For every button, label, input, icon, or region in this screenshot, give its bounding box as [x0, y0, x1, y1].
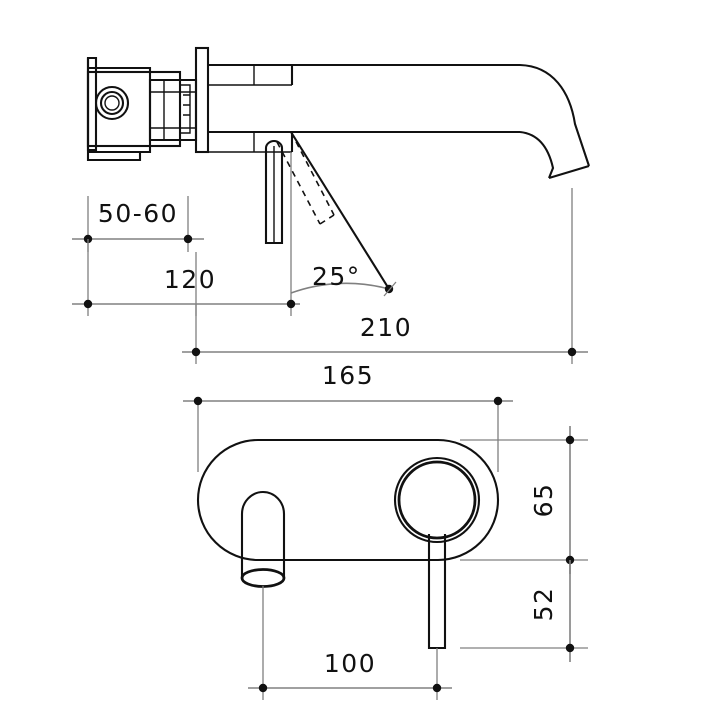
- lever-rotated-ghost: [276, 131, 335, 225]
- dimension-165: 165: [183, 361, 513, 472]
- spout-body: [208, 63, 520, 153]
- dimension-100: 100: [248, 586, 452, 700]
- valve-body: [86, 70, 191, 148]
- dimension-label-100: 100: [324, 649, 376, 678]
- handle-lever-front: [427, 534, 447, 650]
- handle-hub: [393, 456, 481, 544]
- connector-collar: [148, 78, 198, 142]
- oval-backplate: [196, 438, 500, 562]
- side-elevation-view: 50-60 120 25°: [72, 46, 590, 364]
- operating-lever-side: [264, 139, 284, 245]
- front-elevation-view: 165 65 52: [183, 361, 588, 700]
- dimension-label-25-degrees: 25°: [312, 262, 361, 291]
- spout-front: [240, 490, 286, 588]
- wall-flange-plate: [194, 46, 210, 154]
- dimension-label-65: 65: [529, 483, 558, 518]
- spout-outlet: [519, 63, 590, 180]
- dimension-65: 65: [460, 426, 588, 574]
- dimension-label-120: 120: [164, 265, 216, 294]
- angle-25-indicator: [290, 131, 397, 297]
- dimension-label-165: 165: [322, 361, 374, 390]
- dimension-50-60: 50-60: [72, 196, 204, 252]
- angle-label-group: 25°: [312, 262, 361, 291]
- dimension-210: 210: [182, 188, 588, 364]
- dimension-120: 120: [72, 152, 300, 316]
- dimension-label-210: 210: [360, 313, 412, 342]
- dimension-52: 52: [460, 560, 588, 662]
- dimension-label-52: 52: [529, 587, 558, 622]
- dimension-label-50-60: 50-60: [98, 199, 178, 228]
